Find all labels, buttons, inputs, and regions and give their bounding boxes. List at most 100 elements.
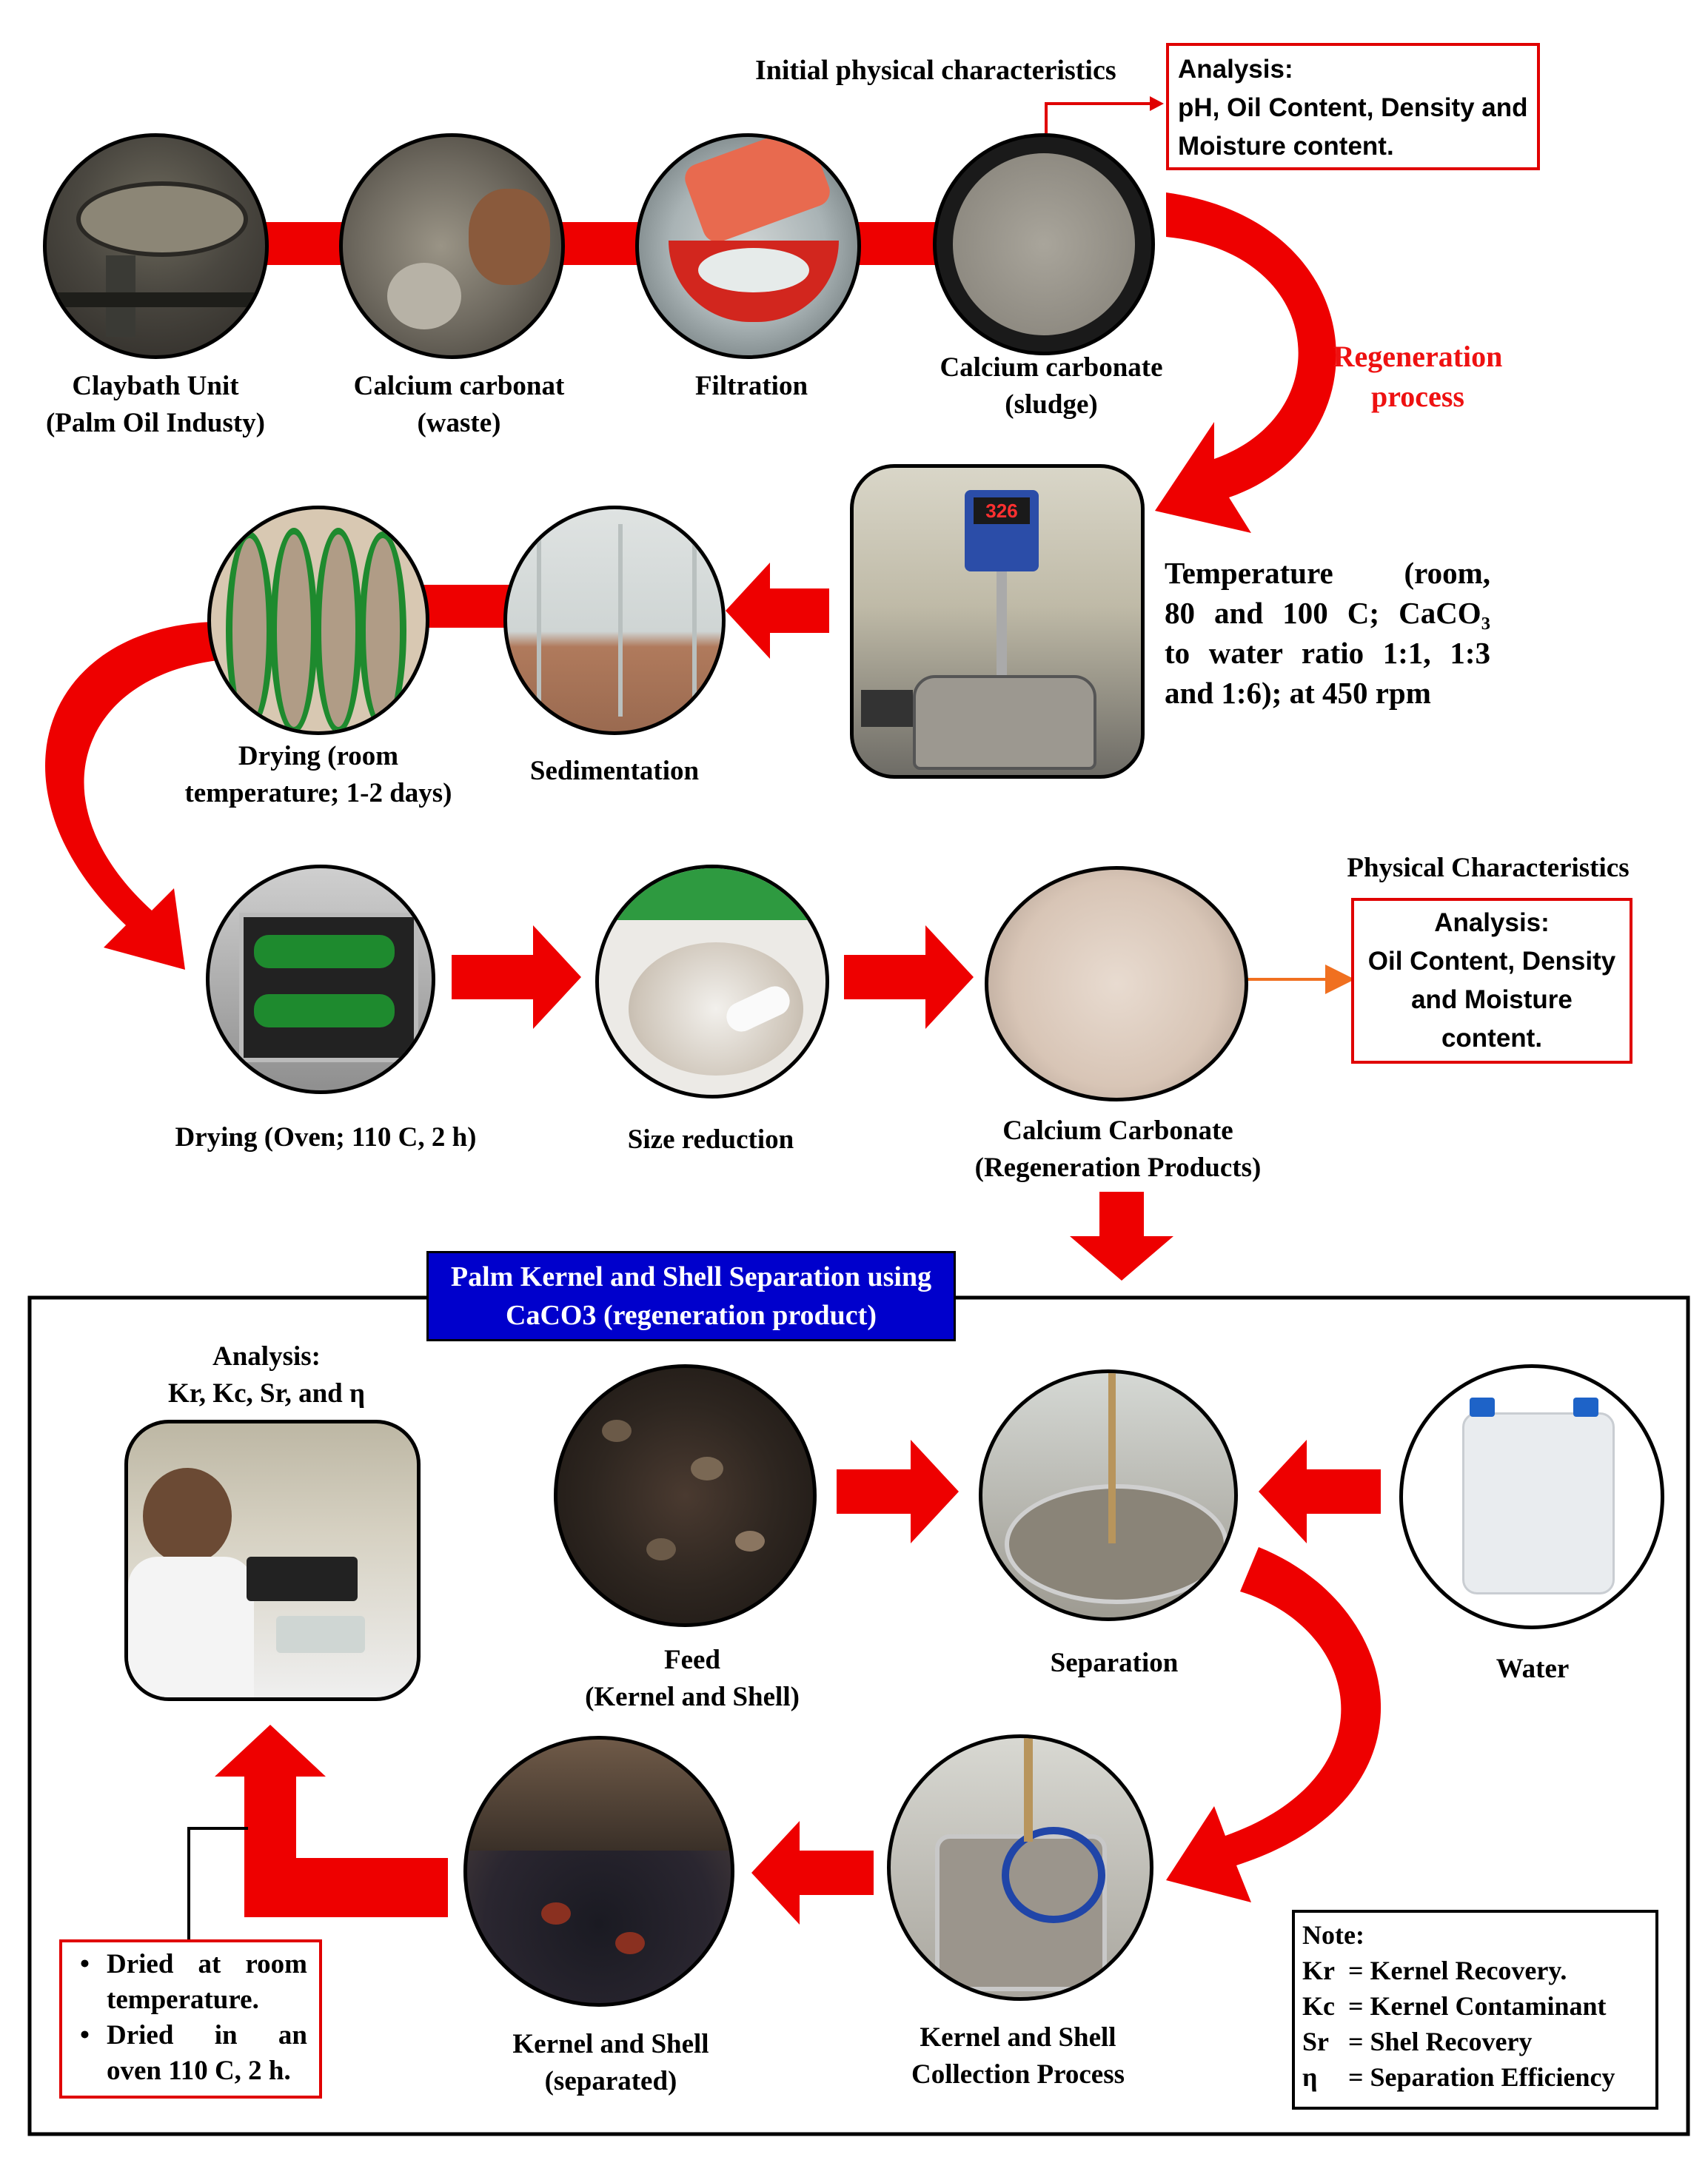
caco3-product-l2: (Regeneration Products) [974, 1153, 1262, 1183]
caco3-product-label: Calcium Carbonate (Regeneration Products… [948, 1113, 1288, 1187]
banner-l1: Palm Kernel and Shell Separation using [450, 1261, 932, 1292]
oven-to-size-arrow [452, 925, 581, 1029]
regeneration-l2: process [1371, 380, 1464, 413]
drying-oven-label: Drying (Oven; 110 C, 2 h) [175, 1122, 477, 1153]
analysis-kr-l2: Kr, Kc, Sr, and η [167, 1378, 366, 1409]
step-sludge-label: Calcium carbonate (sludge) [918, 349, 1185, 423]
left-curved-arrow [45, 621, 237, 970]
water-to-separation-arrow [1259, 1440, 1381, 1543]
note-abbr-kr: Kr [1302, 1956, 1335, 1985]
dried-item-2-a: Dried in an [107, 2020, 307, 2050]
sludge-to-analysis-line [1045, 102, 1159, 133]
size-reduction-label: Size reduction [627, 1124, 794, 1155]
regeneration-curved-arrow [1155, 192, 1336, 533]
step-filtration-l1: Filtration [694, 371, 808, 401]
separated-to-analysis-arrow [215, 1725, 448, 1917]
mixer-to-sedimentation-arrow [726, 563, 829, 659]
bullet-1: • [80, 1949, 90, 1979]
sedimentation-label: Sedimentation [529, 756, 700, 786]
collection-label: Kernel and Shell Collection Process [877, 2019, 1159, 2093]
drying-room-label: Drying (room temperature; 1-2 days) [155, 738, 481, 812]
feed-label: Feed (Kernel and Shell) [548, 1642, 837, 1716]
water-photo [1399, 1364, 1664, 1629]
analysis-box-product-l3: content. [1441, 1024, 1543, 1053]
dried-item-2: • Dried in an oven 110 C, 2 h. [74, 2018, 307, 2089]
feed-photo [554, 1364, 817, 1627]
step-claybath-l2: (Palm Oil Industy) [45, 408, 266, 438]
separation-label: Separation [1050, 1648, 1179, 1678]
water-label: Water [1496, 1654, 1570, 1684]
step-sludge-l2: (sludge) [1005, 389, 1098, 420]
drying-room-l2: temperature; 1-2 days) [184, 778, 452, 808]
analysis-box-product-l1: Oil Content, Density [1367, 947, 1616, 976]
mixer-conditions-l4: and 1:6); at 450 rpm [1165, 676, 1431, 710]
step-waste-l2: (waste) [417, 408, 501, 438]
step-claybath-label: Claybath Unit (Palm Oil Industy) [15, 368, 296, 442]
physical-characteristics-title: Physical Characteristics [1347, 853, 1630, 883]
analysis-box-line2: Moisture content. [1178, 132, 1394, 161]
dried-connector-line [187, 1827, 248, 1947]
note-abbr-kc: Kc [1302, 1991, 1335, 2021]
step-waste-l1: Calcium carbonat [353, 371, 565, 401]
note-row-sr: Sr = Shel Recovery [1302, 2024, 1648, 2059]
sludge-photo [933, 133, 1155, 355]
caco3-product-l1: Calcium Carbonate [1002, 1116, 1233, 1146]
analysis-box-line1: pH, Oil Content, Density and [1178, 93, 1528, 122]
note-def-kr: = Kernel Recovery. [1348, 1956, 1567, 1985]
caco3-product-photo [985, 866, 1248, 1101]
separation-photo [979, 1369, 1238, 1621]
step-sludge-l1: Calcium carbonate [940, 352, 1163, 383]
feed-l1: Feed [663, 1645, 721, 1675]
dried-conditions-box: • Dried at room temperature. • Dried in … [59, 1939, 322, 2099]
size-to-caco3-arrow [844, 925, 974, 1029]
section-banner: Palm Kernel and Shell Separation using C… [426, 1251, 956, 1341]
oven-photo [206, 865, 435, 1094]
dried-item-1-b: temperature. [107, 1985, 259, 2015]
bullet-2: • [80, 2020, 90, 2050]
separated-photo [463, 1736, 734, 2007]
analysis-kr-l1: Analysis: [212, 1341, 321, 1372]
separated-label: Kernel and Shell (separated) [466, 2026, 755, 2100]
feed-l2: (Kernel and Shell) [585, 1682, 800, 1712]
step-filtration-label: Filtration [652, 368, 851, 405]
mixer-photo: 326 [850, 464, 1145, 779]
note-def-eta: = Separation Efficiency [1348, 2062, 1615, 2092]
step-waste-label: Calcium carbonat (waste) [326, 368, 592, 442]
analysis-box-title: Analysis: [1178, 55, 1293, 84]
note-def-kc: = Kernel Contaminant [1348, 1991, 1607, 2021]
sedimentation-photo [503, 506, 726, 735]
mixer-conditions-l3: to water ratio 1:1, 1:3 [1165, 636, 1490, 670]
feed-to-separation-arrow [837, 1440, 959, 1543]
analysis-photo [124, 1420, 421, 1701]
analysis-box-initial: Analysis: pH, Oil Content, Density and M… [1166, 43, 1540, 170]
dried-item-1-a: Dried at room [107, 1949, 307, 1979]
regeneration-label: Regeneration process [1310, 337, 1525, 417]
claybath-photo [43, 133, 269, 359]
mixer-conditions-l2: 80 and 100 C; CaCO₃ [1165, 596, 1490, 630]
note-row-eta: η = Separation Efficiency [1302, 2059, 1648, 2095]
note-abbr-sr: Sr [1302, 2027, 1329, 2056]
note-title: Note: [1302, 1920, 1364, 1950]
note-def-sr: = Shel Recovery [1348, 2027, 1533, 2056]
analysis-box-product-l2: and Moisture [1411, 985, 1573, 1014]
collection-to-separated-arrow [751, 1821, 874, 1925]
size-reduction-photo [595, 865, 829, 1099]
banner-l2: CaCO3 (regeneration product) [506, 1300, 877, 1331]
down-arrow [1070, 1192, 1173, 1281]
dried-item-1: • Dried at room temperature. [74, 1947, 307, 2018]
mixer-conditions-l1: Temperature (room, [1165, 556, 1490, 590]
note-box: Note: Kr = Kernel Recovery. Kc = Kernel Co… [1292, 1910, 1658, 2110]
filtration-photo [635, 133, 861, 359]
initial-characteristics-title: Initial physical characteristics [755, 55, 1116, 86]
collection-l1: Kernel and Shell [920, 2022, 1116, 2053]
regeneration-l1: Regeneration [1333, 340, 1503, 373]
analysis-box-product: Analysis: Oil Content, Density and Moist… [1351, 898, 1632, 1064]
calcium-waste-photo [339, 133, 565, 359]
dried-item-2-b: oven 110 C, 2 h. [107, 2056, 291, 2086]
note-row-kc: Kc = Kernel Contaminant [1302, 1988, 1648, 2024]
separated-l2: (separated) [544, 2066, 677, 2096]
drying-room-l1: Drying (room [238, 741, 399, 771]
note-abbr-eta: η [1302, 2062, 1318, 2092]
note-row-kr: Kr = Kernel Recovery. [1302, 1953, 1648, 1988]
